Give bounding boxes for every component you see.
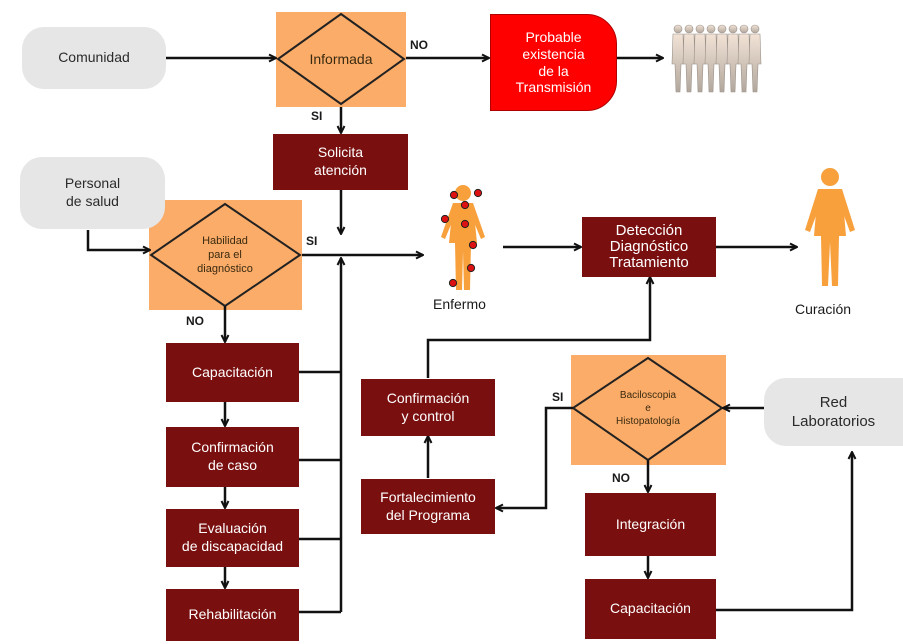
evaluacion-discapacidad-node: Evaluación de discapacidad	[166, 509, 299, 567]
capacitacion-left-node: Capacitación	[166, 343, 299, 402]
solicita-atencion-node: Solicita atención	[273, 134, 408, 190]
edge-personal-habilidad	[86, 230, 150, 250]
red-laboratorios-node: Red Laboratorios	[764, 378, 903, 446]
sick-person-icon	[440, 185, 485, 290]
confirmacion-caso-node: Confirmación de caso	[166, 427, 299, 487]
personal-salud-node: Personal de salud	[20, 157, 165, 229]
habilidad-label: Habilidad para el diagnóstico	[197, 234, 253, 276]
edge-baciloscopia-fortalecimiento	[496, 406, 573, 508]
curacion-caption: Curación	[795, 301, 852, 317]
edge-label-no-habilidad: NO	[186, 314, 204, 328]
edge-confirmacion-deteccion	[426, 277, 650, 378]
rehabilitacion-node: Rehabilitación	[166, 589, 299, 641]
informada-diamond	[276, 12, 406, 106]
fortalecimiento-node: Fortalecimiento del Programa	[361, 479, 495, 534]
edge-label-no-bacilo: NO	[612, 471, 630, 485]
edge-label-si-top: SI	[311, 109, 323, 123]
capacitacion-right-node: Capacitación	[585, 579, 716, 639]
healthy-person-icon	[805, 168, 855, 286]
edge-label-si-bacilo: SI	[552, 390, 564, 404]
comunidad-node: Comunidad	[22, 27, 166, 89]
probable-transmision-node: Probable existencia de la Transmisión	[490, 14, 617, 111]
crowd-icon	[671, 24, 762, 93]
edge-capacitacion-red	[716, 452, 852, 612]
baciloscopia-label: Baciloscopia e Histopatología	[616, 389, 680, 427]
deteccion-node: Detección Diagnóstico Tratamiento	[582, 217, 716, 277]
confirmacion-control-node: Confirmación y control	[361, 379, 495, 436]
edge-label-si-habilidad: SI	[306, 234, 318, 248]
edge-label-no-top: NO	[410, 38, 428, 52]
enfermo-caption: Enfermo	[433, 296, 486, 312]
integracion-node: Integración	[585, 493, 716, 556]
informada-label: Informada	[309, 50, 373, 67]
